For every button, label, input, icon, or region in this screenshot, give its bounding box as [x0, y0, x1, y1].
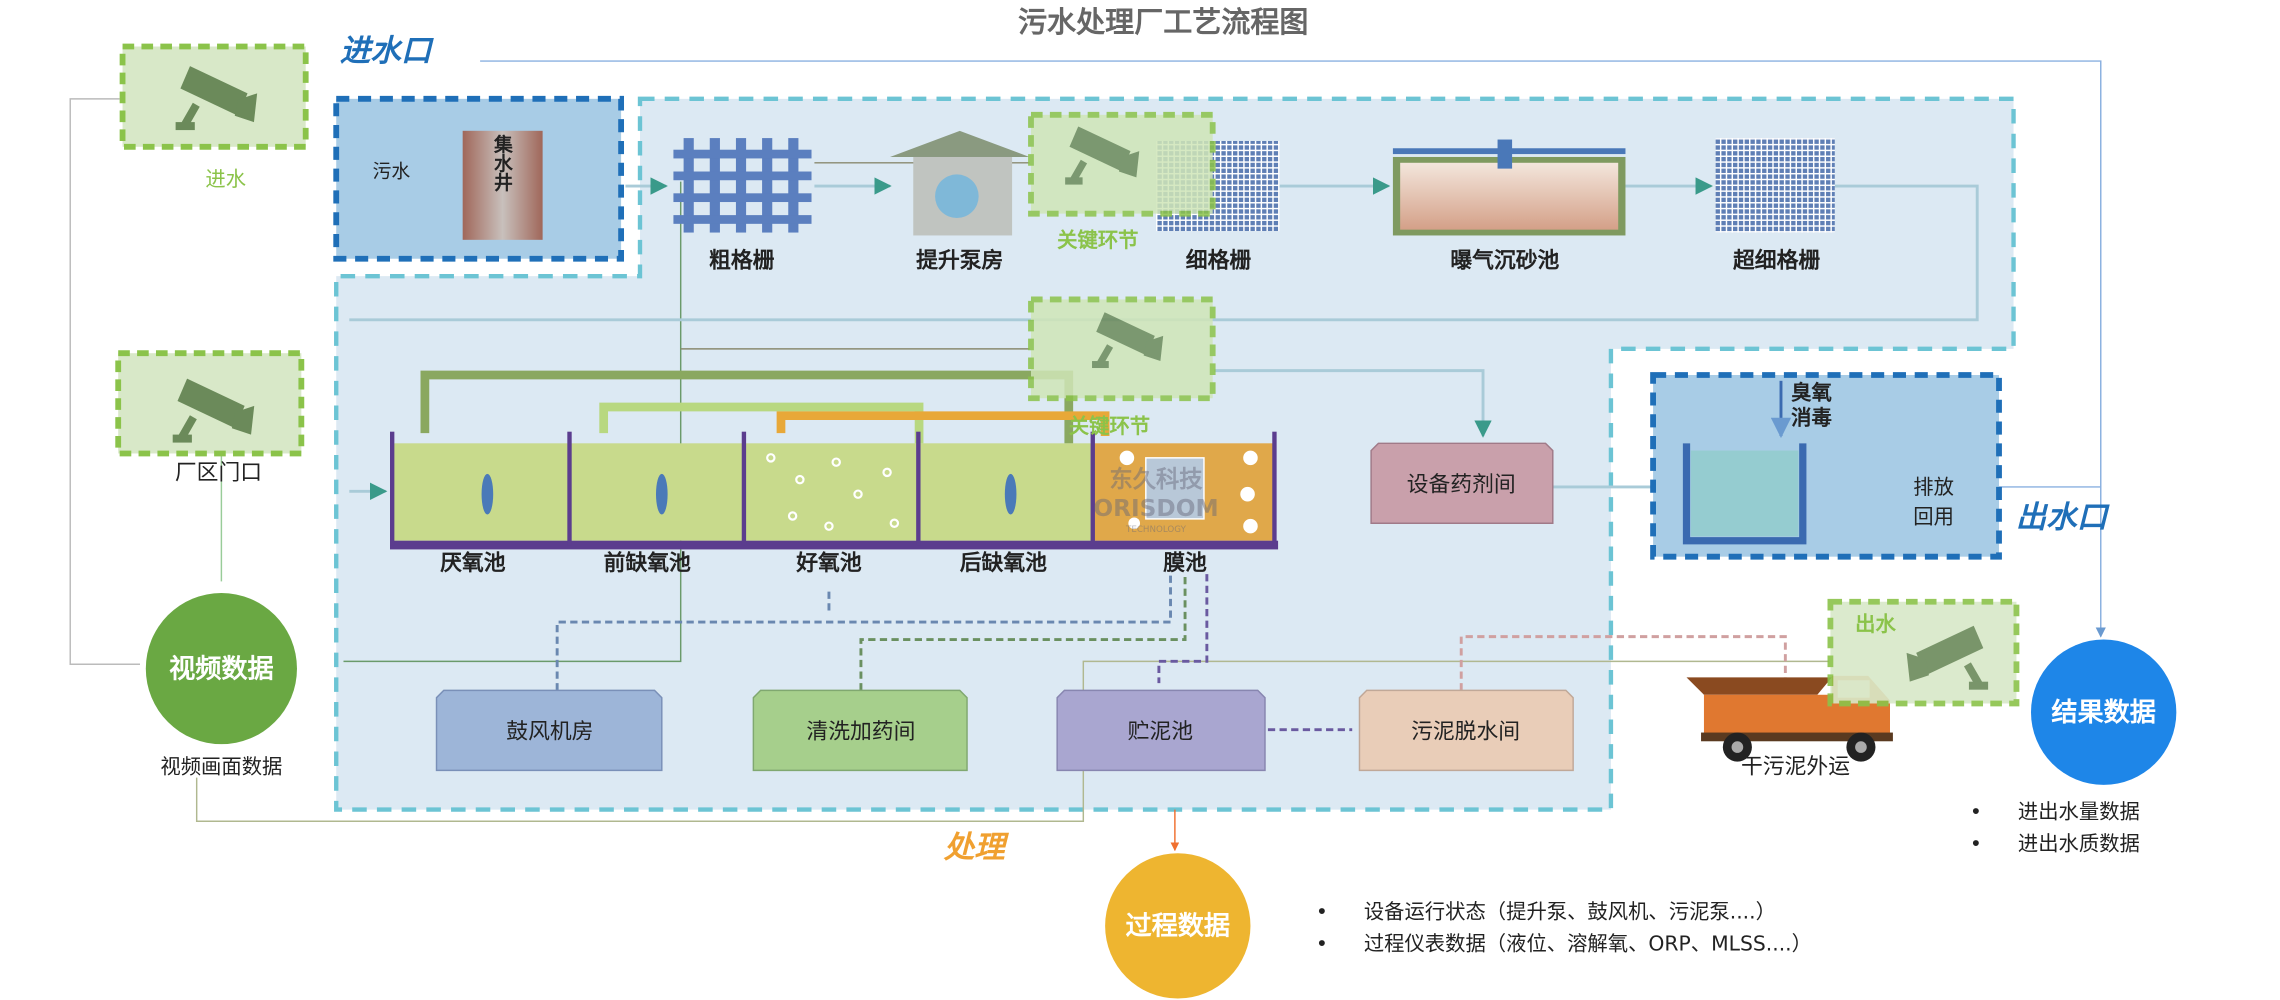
ultra-fine-screen	[1715, 138, 1835, 233]
result-bullet-1: 进出水量数据	[2018, 799, 2140, 823]
svg-text:•: •	[1316, 932, 1328, 956]
camera-gate-label: 厂区门口	[175, 461, 262, 486]
process-bullet-2: 过程仪表数据（液位、溶解氧、ORP、MLSS....）	[1364, 932, 1812, 956]
svg-text:TECHNOLOGY: TECHNOLOGY	[1125, 525, 1187, 535]
watermark-logo: 东久科技 ORISDOM TECHNOLOGY	[1093, 466, 1218, 535]
svg-text:过程数据: 过程数据	[1125, 912, 1230, 942]
return-flows	[420, 370, 1110, 444]
lift-pump-house	[890, 130, 1030, 236]
svg-text:•: •	[1316, 900, 1328, 924]
svg-text:视频数据: 视频数据	[169, 654, 274, 684]
process-data-bullets: • 设备运行状态（提升泵、鼓风机、污泥泵....） • 过程仪表数据（液位、溶解…	[1316, 900, 1812, 956]
result-data-bullets: • 进出水量数据 • 进出水质数据	[1970, 799, 2140, 855]
biological-tanks	[390, 431, 1279, 550]
diagram-title: 污水处理厂工艺流程图	[1018, 5, 1308, 39]
collection-well-label: 集水井	[491, 133, 513, 192]
camera-gate[interactable]	[115, 350, 305, 457]
chemical-room: 设备药剂间	[1370, 442, 1554, 524]
ozone-label-1: 臭氧	[1791, 381, 1832, 405]
cleaning-dosing-room: 清洗加药间	[752, 689, 968, 772]
disinfection-tank	[1690, 450, 1799, 537]
camera-outlet[interactable]	[1827, 598, 2020, 707]
svg-text:•: •	[1970, 799, 1982, 823]
camera-key-point-1-label: 关键环节	[1057, 228, 1138, 252]
service-lines	[555, 574, 1787, 732]
tank-label-pre-anoxic: 前缺氧池	[604, 550, 691, 576]
camera-inlet-label: 进水	[205, 167, 246, 191]
tank-label-membrane: 膜池	[1163, 551, 1207, 576]
svg-text:污泥脱水间: 污泥脱水间	[1411, 719, 1520, 744]
svg-text:鼓风机房: 鼓风机房	[506, 719, 593, 744]
fine-screen-label: 细格栅	[1186, 247, 1252, 273]
sludge-storage-tank: 贮泥池	[1056, 689, 1266, 772]
camera-key-point-2-label: 关键环节	[1069, 414, 1150, 438]
result-data-node[interactable]: 结果数据	[2030, 639, 2177, 785]
discharge-label-2: 回用	[1913, 504, 1954, 528]
tank-label-anaerobic: 厌氧池	[440, 551, 506, 576]
tank-label-post-anoxic: 后缺氧池	[960, 550, 1047, 576]
discharge-label-1: 排放	[1913, 475, 1954, 499]
sewage-label: 污水	[373, 160, 411, 182]
svg-text:清洗加药间: 清洗加药间	[806, 719, 915, 744]
camera-inlet[interactable]	[119, 43, 309, 150]
outlet-zone-label: 出水口	[2016, 501, 2110, 536]
svg-text:设备药剂间: 设备药剂间	[1407, 472, 1516, 497]
camera-outlet-label: 出水	[1855, 612, 1896, 636]
result-bullet-2: 进出水质数据	[2018, 831, 2140, 855]
svg-text:贮泥池: 贮泥池	[1128, 719, 1193, 744]
svg-text:ORISDOM: ORISDOM	[1093, 495, 1218, 522]
blower-room: 鼓风机房	[435, 689, 663, 772]
camera-key-point-1[interactable]	[1028, 111, 1216, 217]
process-data-node[interactable]: 过程数据	[1105, 853, 1251, 999]
coarse-screen	[673, 138, 812, 233]
tank-label-aerobic: 好氧池	[795, 550, 862, 576]
ozone-label-2: 消毒	[1791, 405, 1832, 429]
process-bullet-1: 设备运行状态（提升泵、鼓风机、污泥泵....）	[1364, 900, 1776, 924]
svg-text:东久科技: 东久科技	[1109, 466, 1203, 493]
camera-key-point-2[interactable]	[1028, 296, 1216, 402]
aerated-grit-chamber	[1392, 139, 1626, 236]
svg-text:结果数据: 结果数据	[2051, 698, 2156, 728]
treatment-zone-label: 处理	[943, 831, 1010, 866]
inlet-zone-label: 进水口	[340, 34, 434, 69]
ultra-fine-screen-label: 超细格栅	[1733, 247, 1820, 273]
aerated-grit-chamber-label: 曝气沉砂池	[1450, 247, 1559, 273]
video-data-node[interactable]: 视频数据	[145, 593, 297, 745]
sludge-dewatering-room: 污泥脱水间	[1358, 689, 1574, 772]
svg-text:•: •	[1970, 831, 1982, 855]
lift-pump-house-label: 提升泵房	[916, 247, 1003, 273]
coarse-screen-label: 粗格栅	[709, 247, 775, 273]
collection-well	[462, 130, 543, 240]
truck-label: 干污泥外运	[1741, 754, 1850, 779]
video-data-caption: 视频画面数据	[160, 754, 282, 778]
